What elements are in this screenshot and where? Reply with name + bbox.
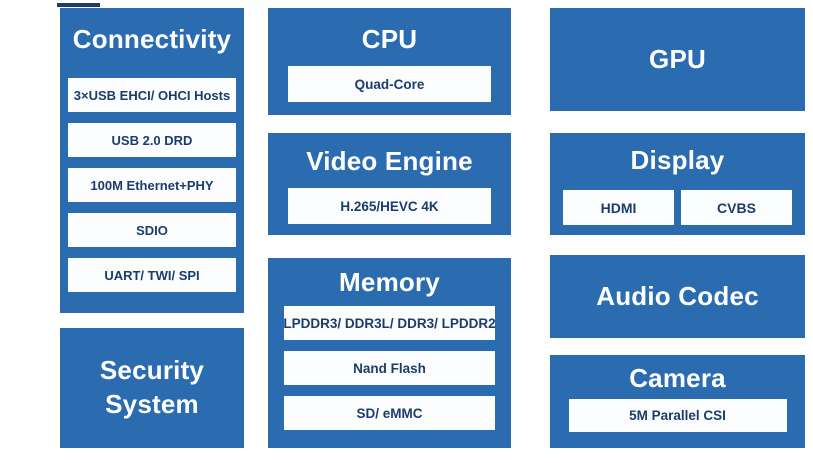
camera-chips: 5M Parallel CSI <box>550 399 805 432</box>
chip-sd-emmc: SD/ eMMC <box>284 396 495 430</box>
video-engine-title: Video Engine <box>306 146 473 176</box>
chip-uart-twi-spi: UART/ TWI/ SPI <box>68 258 236 292</box>
chip-lpddr3-ddr3l-ddr3-lpddr2: LPDDR3/ DDR3L/ DDR3/ LPDDR2 <box>283 306 496 340</box>
chip-usb-ehci-ohci-hosts: 3×USB EHCI/ OHCI Hosts <box>68 78 236 112</box>
camera-title: Camera <box>629 363 726 393</box>
audio-codec-title: Audio Codec <box>596 281 759 311</box>
chip-nand-flash: Nand Flash <box>284 351 495 385</box>
chip-100m-ethernet-phy: 100M Ethernet+PHY <box>68 168 236 202</box>
cpu-block: CPU Quad-Core <box>268 8 511 115</box>
cpu-chips: Quad-Core <box>288 66 491 102</box>
display-block: Display HDMI CVBS <box>550 133 805 235</box>
video-engine-chips: H.265/HEVC 4K <box>288 188 491 224</box>
chip-h265-hevc-4k: H.265/HEVC 4K <box>288 188 491 224</box>
audio-codec-block: Audio Codec <box>550 255 805 338</box>
memory-chips: LPDDR3/ DDR3L/ DDR3/ LPDDR2 Nand Flash S… <box>283 306 496 430</box>
connectivity-block: Connectivity 3×USB EHCI/ OHCI Hosts USB … <box>60 8 244 313</box>
chip-sdio: SDIO <box>68 213 236 247</box>
cpu-title: CPU <box>361 24 418 54</box>
camera-block: Camera 5M Parallel CSI <box>550 355 805 448</box>
connectivity-title: Connectivity <box>72 24 232 54</box>
display-title: Display <box>630 145 725 175</box>
video-engine-block: Video Engine H.265/HEVC 4K <box>268 133 511 235</box>
security-system-title: Security System <box>99 355 205 419</box>
chip-5m-parallel-csi: 5M Parallel CSI <box>568 399 787 432</box>
chip-usb-2-0-drd: USB 2.0 DRD <box>68 123 236 157</box>
gpu-title: GPU <box>649 44 706 74</box>
display-chips: HDMI CVBS <box>563 190 792 225</box>
chip-quad-core: Quad-Core <box>288 66 491 102</box>
connectivity-chips: 3×USB EHCI/ OHCI Hosts USB 2.0 DRD 100M … <box>68 78 236 292</box>
chip-hdmi: HDMI <box>563 190 674 225</box>
cropped-element-remnant <box>57 3 100 7</box>
memory-title: Memory <box>339 267 440 297</box>
memory-block: Memory LPDDR3/ DDR3L/ DDR3/ LPDDR2 Nand … <box>268 258 511 448</box>
security-system-block: Security System <box>60 328 244 448</box>
chip-cvbs: CVBS <box>681 190 792 225</box>
gpu-block: GPU <box>550 8 805 111</box>
